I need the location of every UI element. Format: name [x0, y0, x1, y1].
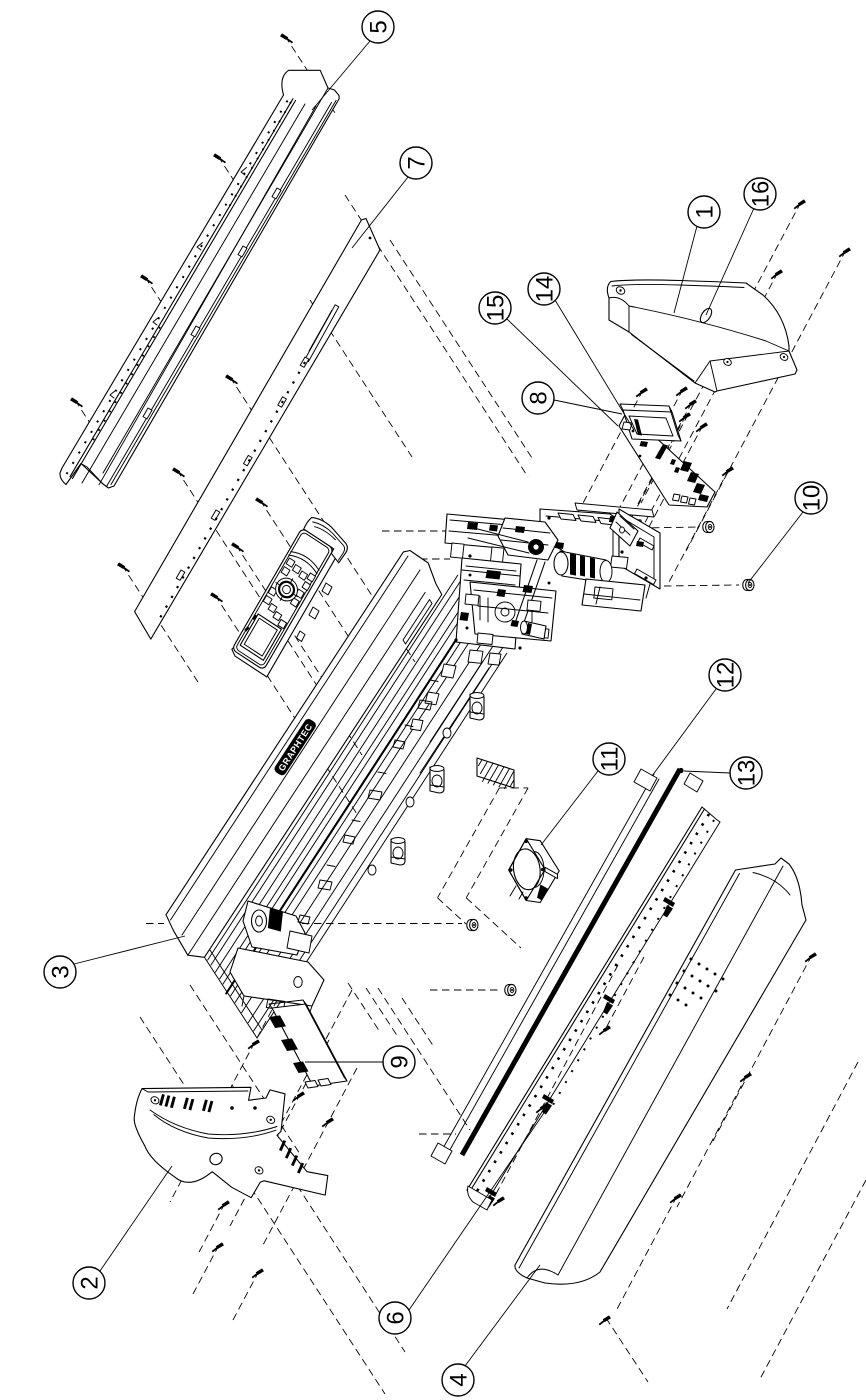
svg-text:5: 5 [366, 20, 393, 33]
svg-text:12: 12 [713, 662, 740, 689]
svg-text:8: 8 [526, 391, 553, 404]
svg-text:6: 6 [383, 1311, 410, 1324]
svg-text:9: 9 [387, 1055, 414, 1068]
svg-text:4: 4 [446, 1373, 473, 1386]
svg-text:15: 15 [483, 295, 510, 322]
svg-text:3: 3 [48, 965, 75, 978]
svg-text:11: 11 [597, 747, 624, 772]
svg-text:2: 2 [77, 1276, 104, 1289]
svg-text:1: 1 [692, 205, 719, 218]
svg-text:13: 13 [734, 760, 761, 787]
svg-text:14: 14 [532, 276, 559, 303]
svg-text:7: 7 [404, 156, 431, 169]
svg-text:16: 16 [748, 181, 775, 208]
svg-text:10: 10 [799, 485, 826, 512]
